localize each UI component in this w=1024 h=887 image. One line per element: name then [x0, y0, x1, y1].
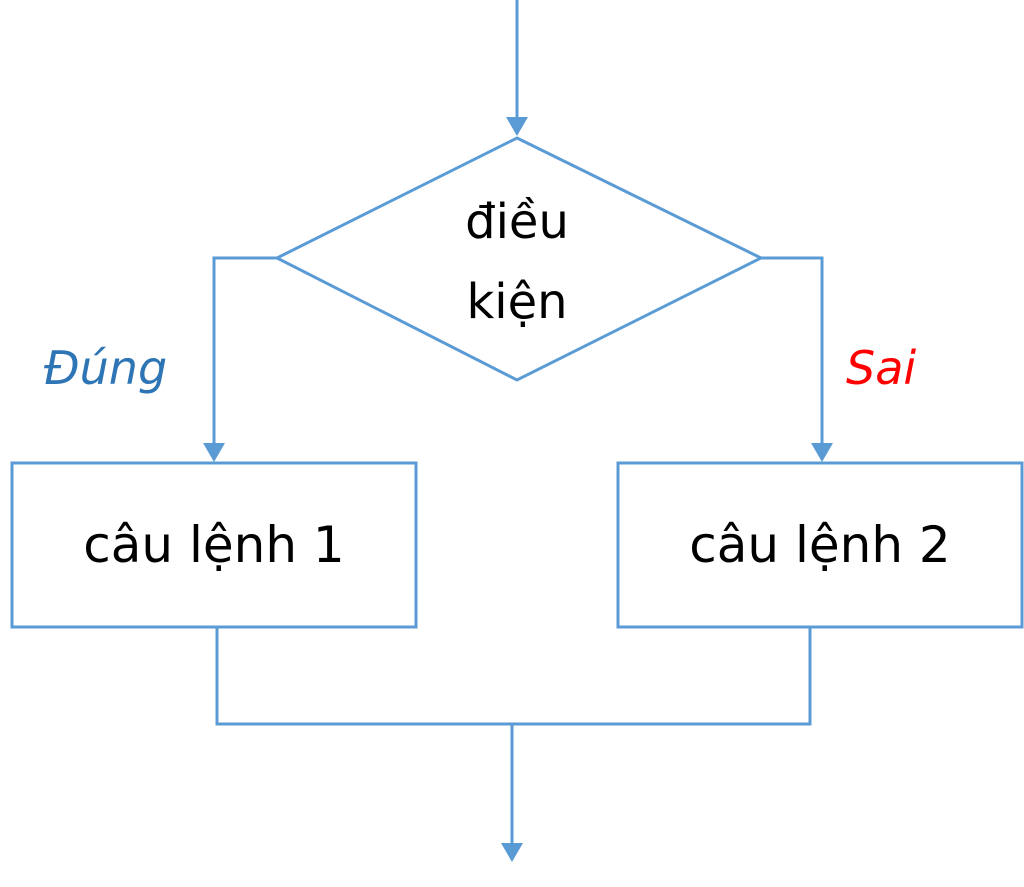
- decision-text-line2: kiện: [466, 274, 567, 330]
- statement1-text: câu lệnh 1: [83, 516, 344, 574]
- true-branch-label: Đúng: [44, 341, 167, 395]
- merge-connector: [215, 627, 812, 726]
- false-branch-arrowhead: [811, 443, 833, 462]
- true-branch-connector: [212, 256, 277, 452]
- entry-arrowhead: [506, 117, 528, 136]
- false-branch-label: Sai: [846, 341, 916, 395]
- statement2-box: [616, 461, 1024, 629]
- statement2-text: câu lệnh 2: [689, 516, 950, 574]
- true-branch-arrowhead: [203, 443, 225, 462]
- false-branch-connector: [761, 256, 824, 452]
- decision-diamond: [273, 136, 765, 382]
- decision-text-line1: điều: [465, 194, 569, 250]
- statement1-box: [10, 461, 418, 629]
- exit-arrowhead: [501, 843, 523, 862]
